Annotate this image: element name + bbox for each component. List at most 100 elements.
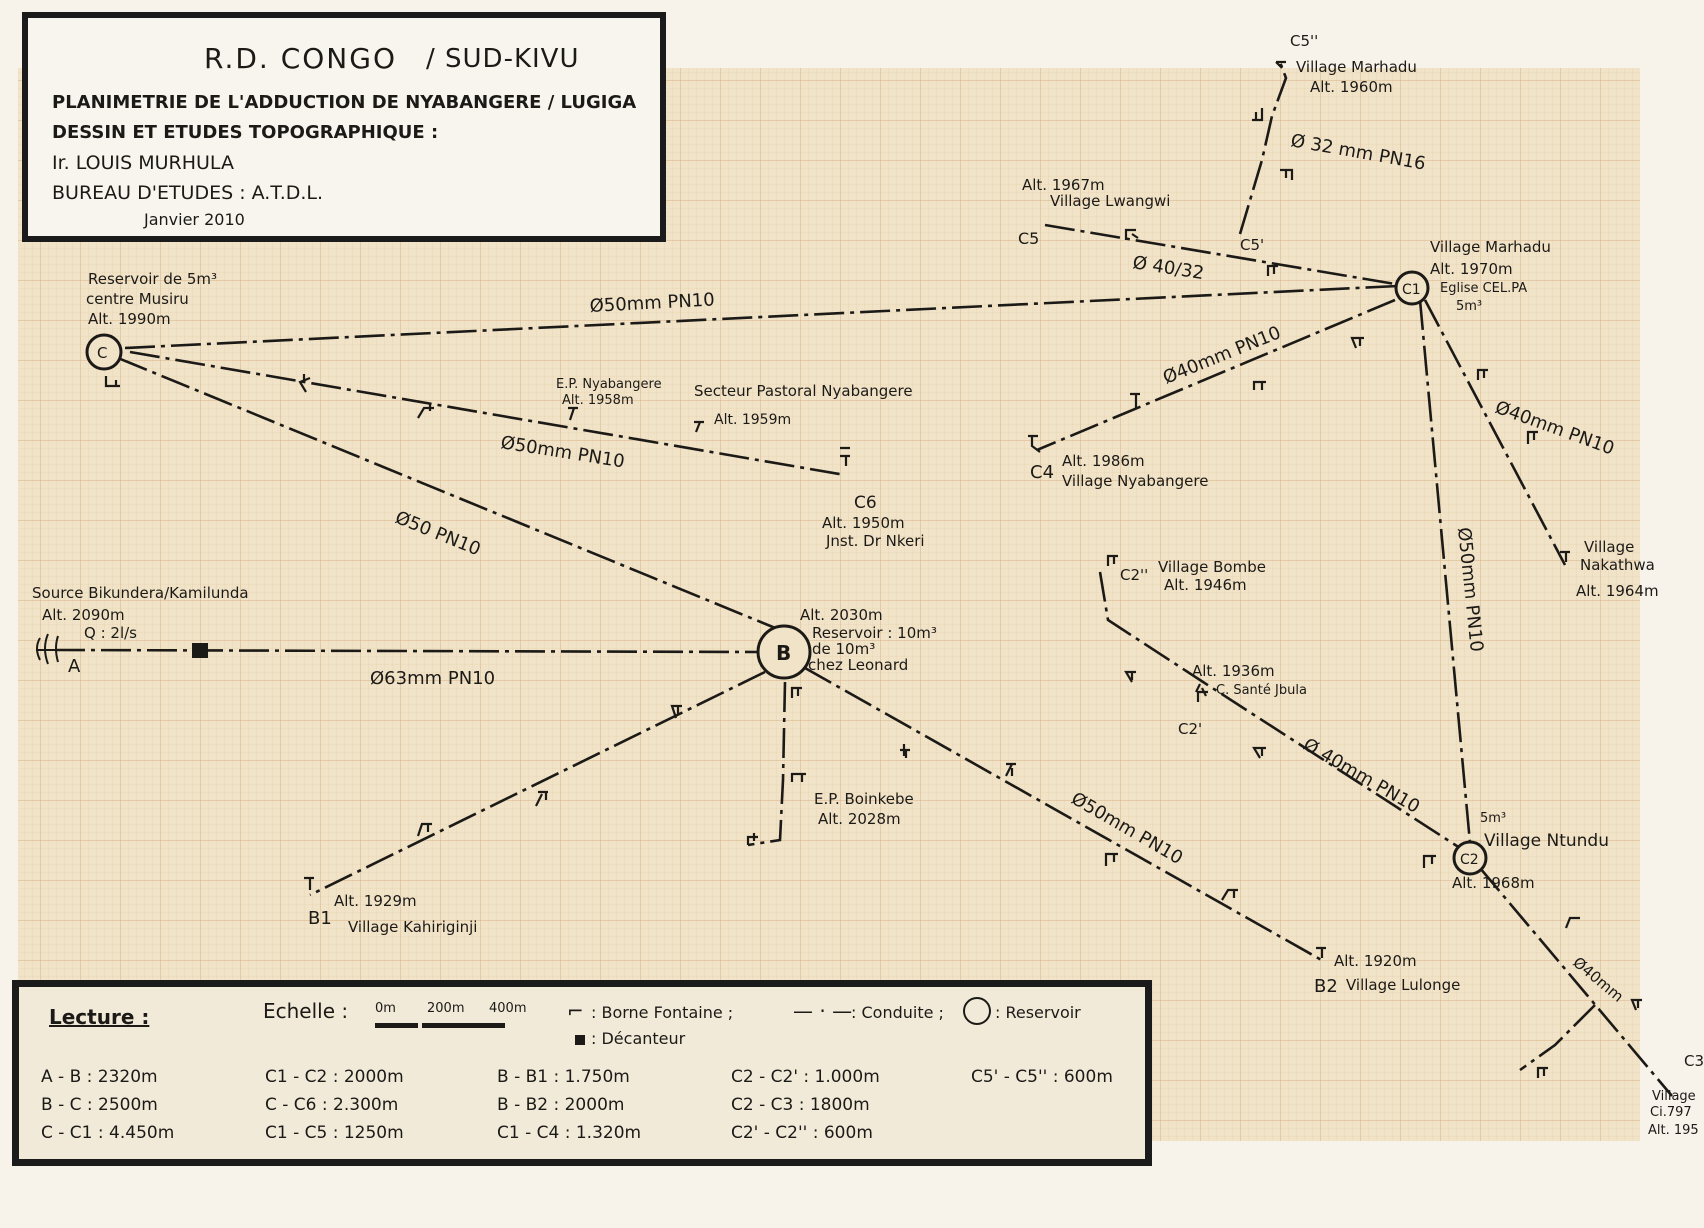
decanteur-icon bbox=[575, 1035, 585, 1045]
label-sante-1: Alt. 1936m bbox=[1192, 662, 1275, 680]
bornes bbox=[104, 60, 1642, 1078]
borne-12 bbox=[1005, 762, 1016, 777]
dist-2-1: B - B2 : 2000m bbox=[497, 1095, 625, 1115]
label-c-3: Alt. 1990m bbox=[88, 310, 171, 328]
borne-fontaine-icon: ⌐ bbox=[567, 999, 584, 1023]
borne-2 bbox=[417, 403, 434, 419]
label-b2-1: Alt. 1920m bbox=[1334, 952, 1417, 970]
label-c1-4: 5m³ bbox=[1456, 299, 1482, 314]
label-c3-4: Alt. 195 bbox=[1648, 1123, 1699, 1138]
label-c3-1: C3 bbox=[1684, 1052, 1704, 1070]
legend-conduite: : Conduite ; bbox=[851, 1003, 944, 1022]
label-b1-2: B1 bbox=[308, 908, 332, 929]
borne-1 bbox=[298, 374, 311, 393]
node-id-c: C bbox=[97, 344, 107, 362]
legend-decanteur: : Décanteur bbox=[591, 1029, 686, 1048]
label-boinkebe-2: Alt. 2028m bbox=[818, 810, 901, 828]
pipelines bbox=[54, 61, 1673, 1097]
borne-3 bbox=[568, 406, 578, 421]
node-id-a: A bbox=[68, 656, 81, 677]
label-nyabangere-1: E.P. Nyabangere bbox=[556, 377, 662, 392]
borne-7 bbox=[670, 704, 682, 719]
pipe-label-ab: Ø63mm PN10 bbox=[370, 668, 495, 689]
label-a-1: Source Bikundera/Kamilunda bbox=[32, 584, 249, 602]
title-line1: PLANIMETRIE DE L'ADDUCTION DE NYABANGERE… bbox=[52, 92, 637, 113]
label-c2pp-1: C2'' bbox=[1120, 566, 1148, 584]
label-b2-3: Village Lulonge bbox=[1346, 976, 1460, 994]
borne-9 bbox=[790, 772, 806, 782]
pipe-c3-branch bbox=[1519, 1004, 1596, 1072]
label-b1-3: Village Kahiriginji bbox=[348, 918, 477, 936]
pipe-c2pp-c2 bbox=[1098, 571, 1461, 850]
label-c6-3: Jnst. Dr Nkeri bbox=[825, 532, 925, 550]
dist-2-0: B - B1 : 1.750m bbox=[497, 1067, 630, 1087]
pipe-b-boinkebe bbox=[747, 681, 787, 847]
pipe-c2-c3 bbox=[1479, 867, 1673, 1097]
borne-15 bbox=[1124, 670, 1136, 683]
label-c2p: C2' bbox=[1178, 720, 1202, 738]
borne-b2 bbox=[1316, 946, 1326, 958]
pipe-c5-c1 bbox=[1044, 223, 1396, 286]
label-c1-2: Alt. 1970m bbox=[1430, 260, 1513, 278]
dist-0-1: B - C : 2500m bbox=[41, 1095, 158, 1115]
borne-8 bbox=[790, 686, 802, 698]
label-c1-3: Eglise CEL.PA bbox=[1440, 281, 1527, 296]
title-author: Ir. LOUIS MURHULA bbox=[52, 152, 234, 174]
conduite-line-icon: — · — bbox=[793, 999, 853, 1023]
borne-27 bbox=[1196, 690, 1208, 702]
node-id-c2: C2 bbox=[1460, 852, 1479, 868]
borne-21 bbox=[1130, 392, 1140, 408]
label-boinkebe-1: E.P. Boinkebe bbox=[814, 790, 914, 808]
label-c1-1: Village Marhadu bbox=[1430, 238, 1551, 256]
pipe-b-c bbox=[117, 356, 786, 634]
borne-18 bbox=[1266, 264, 1278, 276]
label-b2-2: B2 bbox=[1314, 976, 1338, 997]
reservoirs bbox=[85, 270, 1488, 876]
reservoir-c1 bbox=[1394, 270, 1430, 306]
borne-16 bbox=[1252, 746, 1266, 759]
legend-scale-label: Echelle : bbox=[263, 999, 349, 1023]
label-b-3: de 10m³ bbox=[812, 640, 875, 658]
source-symbol bbox=[36, 633, 60, 665]
reservoir-b bbox=[756, 624, 812, 680]
label-c5pp-3: Alt. 1960m bbox=[1310, 78, 1393, 96]
dist-1-1: C - C6 : 2.300m bbox=[265, 1095, 399, 1115]
reservoir-c bbox=[85, 333, 123, 371]
pipe-b-b2 bbox=[804, 666, 1326, 964]
borne-29 bbox=[1564, 916, 1580, 929]
label-c5-1: Alt. 1967m bbox=[1022, 176, 1105, 194]
borne-28 bbox=[1422, 854, 1436, 868]
legend-scale-tick-2: 400m bbox=[489, 1001, 527, 1016]
pipe-b-b1 bbox=[309, 670, 766, 897]
legend-block: Lecture : Echelle : 0m 200m 400m ⌐ : Bor… bbox=[12, 980, 1152, 1166]
borne-c5pp bbox=[1275, 60, 1286, 69]
label-c4-3: Village Nyabangere bbox=[1062, 472, 1208, 490]
label-c4-1: C4 bbox=[1030, 462, 1054, 483]
label-nakathwa-1: Village bbox=[1584, 538, 1634, 556]
label-b-1: Alt. 2030m bbox=[800, 606, 883, 624]
borne-11 bbox=[900, 744, 910, 758]
title-line2: DESSIN ET ETUDES TOPOGRAPHIQUE : bbox=[52, 122, 439, 143]
label-c2-1: 5m³ bbox=[1480, 811, 1506, 826]
label-c3-3: Ci.797 bbox=[1650, 1105, 1692, 1120]
pipe-c-c6 bbox=[129, 350, 846, 477]
dist-0-0: A - B : 2320m bbox=[41, 1067, 158, 1087]
borne-22 bbox=[1252, 380, 1266, 390]
pipe-c1-nakathwa bbox=[1423, 299, 1567, 566]
pipe-c-c1 bbox=[124, 284, 1399, 350]
pipe-c5p-c5pp bbox=[1238, 61, 1288, 235]
reservoir-icon bbox=[963, 997, 991, 1025]
label-b1-1: Alt. 1929m bbox=[334, 892, 417, 910]
legend-scale-tick-0: 0m bbox=[375, 1001, 396, 1016]
legend-heading: Lecture : bbox=[49, 1005, 150, 1029]
label-c5pp-1: C5'' bbox=[1290, 32, 1318, 50]
dist-2-2: C1 - C4 : 1.320m bbox=[497, 1123, 642, 1143]
legend-borne: : Borne Fontaine ; bbox=[591, 1003, 734, 1022]
borne-32 bbox=[1195, 683, 1201, 693]
pipe-a-b bbox=[54, 648, 759, 654]
legend-reservoir: : Reservoir bbox=[995, 1003, 1081, 1022]
label-c-2: centre Musiru bbox=[86, 290, 189, 308]
legend-scale-tick-1: 200m bbox=[427, 1001, 465, 1016]
label-c2pp-2: Village Bombe bbox=[1158, 558, 1266, 576]
